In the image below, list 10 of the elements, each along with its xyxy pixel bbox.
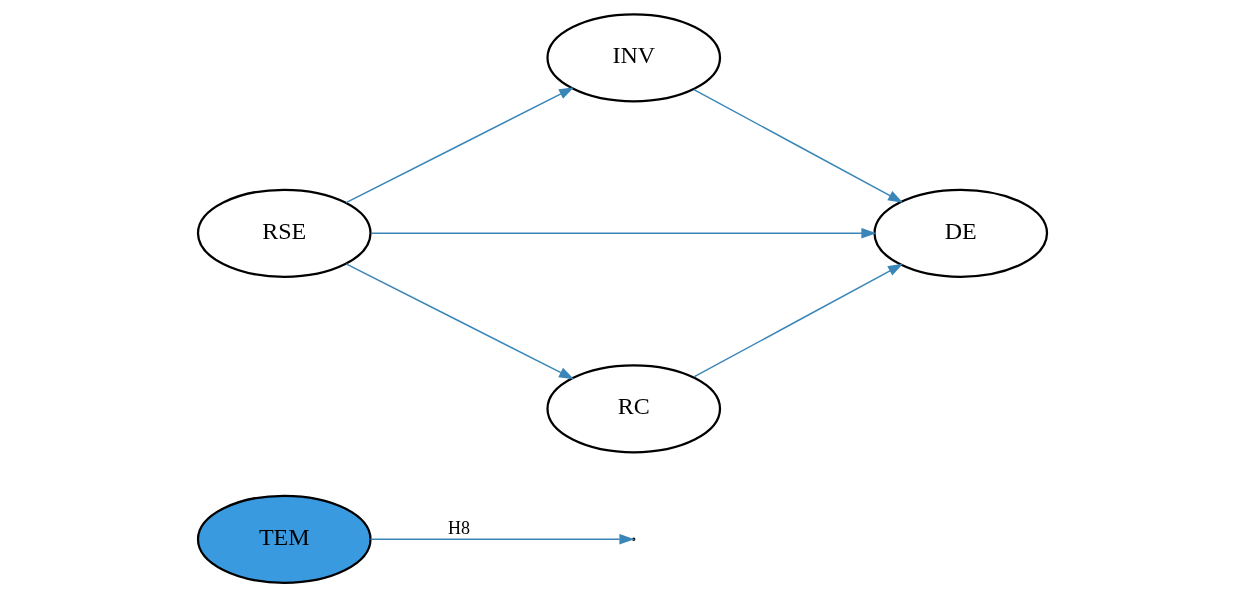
arrow xyxy=(345,263,575,380)
arrow xyxy=(693,88,903,203)
node-ellipse: TEM xyxy=(196,494,372,584)
arrow xyxy=(369,534,635,545)
node-ellipse: INV xyxy=(546,13,722,103)
arrow xyxy=(693,263,903,378)
node-ellipse: RSE xyxy=(196,188,372,278)
arrow xyxy=(370,228,877,239)
edge-label: H8 xyxy=(448,518,470,539)
arrow xyxy=(345,87,575,204)
